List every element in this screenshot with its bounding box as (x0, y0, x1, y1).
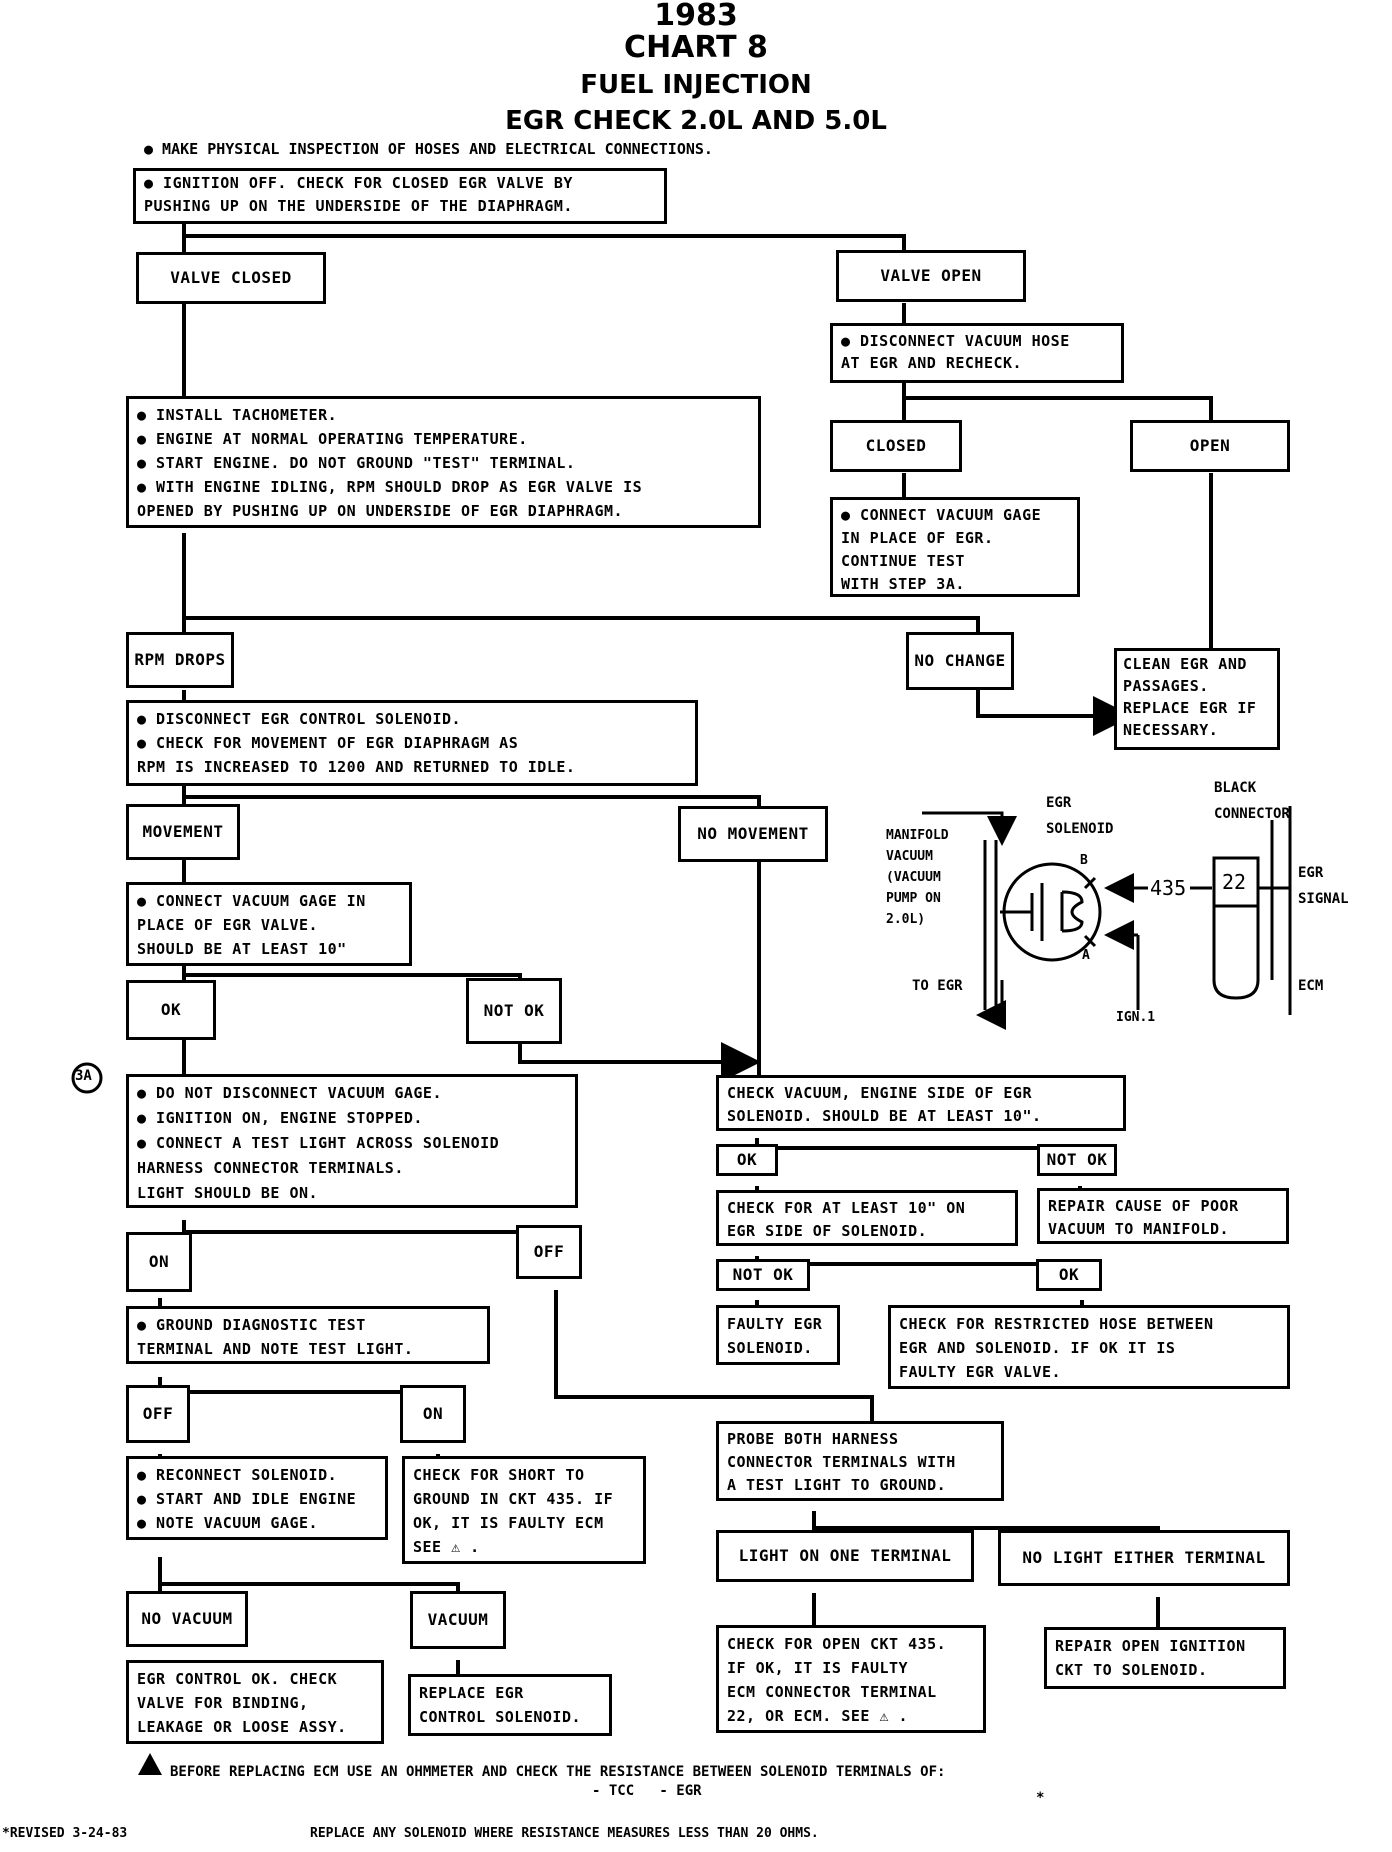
box-connect-gage-valve: ● CONNECT VACUUM GAGE IN PLACE OF EGR VA… (126, 882, 412, 966)
box-rpm-drops: RPM DROPS (126, 632, 234, 688)
header-test: EGR CHECK 2.0L AND 5.0L (505, 106, 887, 136)
box-check-restricted: CHECK FOR RESTRICTED HOSE BETWEEN EGR AN… (888, 1305, 1290, 1389)
box-valve-closed: VALVE CLOSED (136, 252, 326, 304)
box-open: OPEN (1130, 420, 1290, 472)
box-check-short: CHECK FOR SHORT TO GROUND IN CKT 435. IF… (402, 1456, 646, 1564)
box-egr-control-ok: EGR CONTROL OK. CHECK VALVE FOR BINDING,… (126, 1660, 384, 1744)
box-disconnect-hose: ● DISCONNECT VACUUM HOSE AT EGR AND RECH… (830, 323, 1124, 383)
warning-triangle-icon (138, 1753, 162, 1775)
box-off-2: OFF (126, 1385, 190, 1443)
box-do-not-disconnect: ● DO NOT DISCONNECT VACUUM GAGE. ● IGNIT… (126, 1074, 578, 1208)
schematic-terminal-b: B (1080, 853, 1088, 868)
box-no-change: NO CHANGE (906, 632, 1014, 690)
box-ground-diagnostic: ● GROUND DIAGNOSTIC TEST TERMINAL AND NO… (126, 1306, 490, 1364)
box-on-1: ON (126, 1232, 192, 1292)
box-light-one-terminal: LIGHT ON ONE TERMINAL (716, 1530, 974, 1582)
step-3a-circle (71, 1062, 103, 1094)
box-check-open-435: CHECK FOR OPEN CKT 435. IF OK, IT IS FAU… (716, 1625, 986, 1733)
header-year: 1983 (654, 0, 738, 33)
box-not-ok-2: NOT OK (1037, 1144, 1117, 1176)
box-movement: MOVEMENT (126, 804, 240, 860)
schematic-manifold-label: MANIFOLD VACUUM (VACUUM PUMP ON 2.0L) (886, 828, 949, 927)
box-ok-2: OK (716, 1144, 778, 1176)
box-faulty-solenoid: FAULTY EGR SOLENOID. (716, 1305, 840, 1365)
box-off-1: OFF (516, 1225, 582, 1279)
schematic-pin-22: 22 (1222, 870, 1247, 894)
box-not-ok-3: NOT OK (716, 1259, 810, 1291)
box-ignition-off: ● IGNITION OFF. CHECK FOR CLOSED EGR VAL… (133, 168, 667, 224)
footer-replace-note: REPLACE ANY SOLENOID WHERE RESISTANCE ME… (310, 1826, 819, 1841)
box-check-at-least-10: CHECK FOR AT LEAST 10" ON EGR SIDE OF SO… (716, 1190, 1018, 1246)
footer-asterisk: * (1036, 1790, 1045, 1806)
schematic-ign-label: IGN.1 (1116, 1010, 1156, 1025)
egr-solenoid-schematic (922, 806, 1292, 1030)
schematic-terminal-a: A (1082, 948, 1090, 963)
box-ok-3: OK (1036, 1259, 1102, 1291)
header-system: FUEL INJECTION (580, 70, 812, 100)
schematic-ckt-435: 435 (1150, 876, 1187, 900)
box-connect-gage-3a: ● CONNECT VACUUM GAGE IN PLACE OF EGR. C… (830, 497, 1080, 597)
box-check-vacuum-engine: CHECK VACUUM, ENGINE SIDE OF EGR SOLENOI… (716, 1075, 1126, 1131)
box-repair-poor-vacuum: REPAIR CAUSE OF POOR VACUUM TO MANIFOLD. (1037, 1188, 1289, 1244)
box-on-2: ON (400, 1385, 466, 1443)
step-3a-tag: 3A (75, 1068, 92, 1084)
box-probe-harness: PROBE BOTH HARNESS CONNECTOR TERMINALS W… (716, 1421, 1004, 1501)
box-clean-egr: CLEAN EGR AND PASSAGES. REPLACE EGR IF N… (1114, 648, 1280, 750)
box-valve-open: VALVE OPEN (836, 250, 1026, 302)
box-replace-solenoid: REPLACE EGR CONTROL SOLENOID. (408, 1674, 612, 1736)
box-not-ok-1: NOT OK (466, 978, 562, 1044)
step-physical-inspection: ● MAKE PHYSICAL INSPECTION OF HOSES AND … (144, 140, 713, 158)
box-ok-1: OK (126, 980, 216, 1040)
schematic-egr-solenoid-label: EGR SOLENOID (1046, 795, 1114, 837)
box-disconnect-solenoid: ● DISCONNECT EGR CONTROL SOLENOID. ● CHE… (126, 700, 698, 786)
footer-warning: BEFORE REPLACING ECM USE AN OHMMETER AND… (170, 1764, 946, 1780)
box-repair-ignition: REPAIR OPEN IGNITION CKT TO SOLENOID. (1044, 1627, 1286, 1689)
schematic-ecm-label: ECM (1298, 978, 1324, 994)
schematic-egr-signal-label: EGR SIGNAL (1298, 865, 1349, 907)
footer-items: - TCC - EGR (592, 1783, 702, 1799)
box-install-tachometer: ● INSTALL TACHOMETER. ● ENGINE AT NORMAL… (126, 396, 761, 528)
box-no-vacuum: NO VACUUM (126, 1591, 248, 1647)
box-vacuum: VACUUM (410, 1591, 506, 1649)
box-no-light-either: NO LIGHT EITHER TERMINAL (998, 1530, 1290, 1586)
box-reconnect-solenoid: ● RECONNECT SOLENOID. ● START AND IDLE E… (126, 1456, 388, 1540)
footer-revised: *REVISED 3-24-83 (2, 1826, 128, 1841)
schematic-black-connector-label: BLACK CONNECTOR (1214, 780, 1290, 822)
box-no-movement: NO MOVEMENT (678, 806, 828, 862)
box-closed: CLOSED (830, 420, 962, 472)
schematic-to-egr-label: TO EGR (912, 978, 963, 994)
header-chart: CHART 8 (624, 30, 768, 65)
